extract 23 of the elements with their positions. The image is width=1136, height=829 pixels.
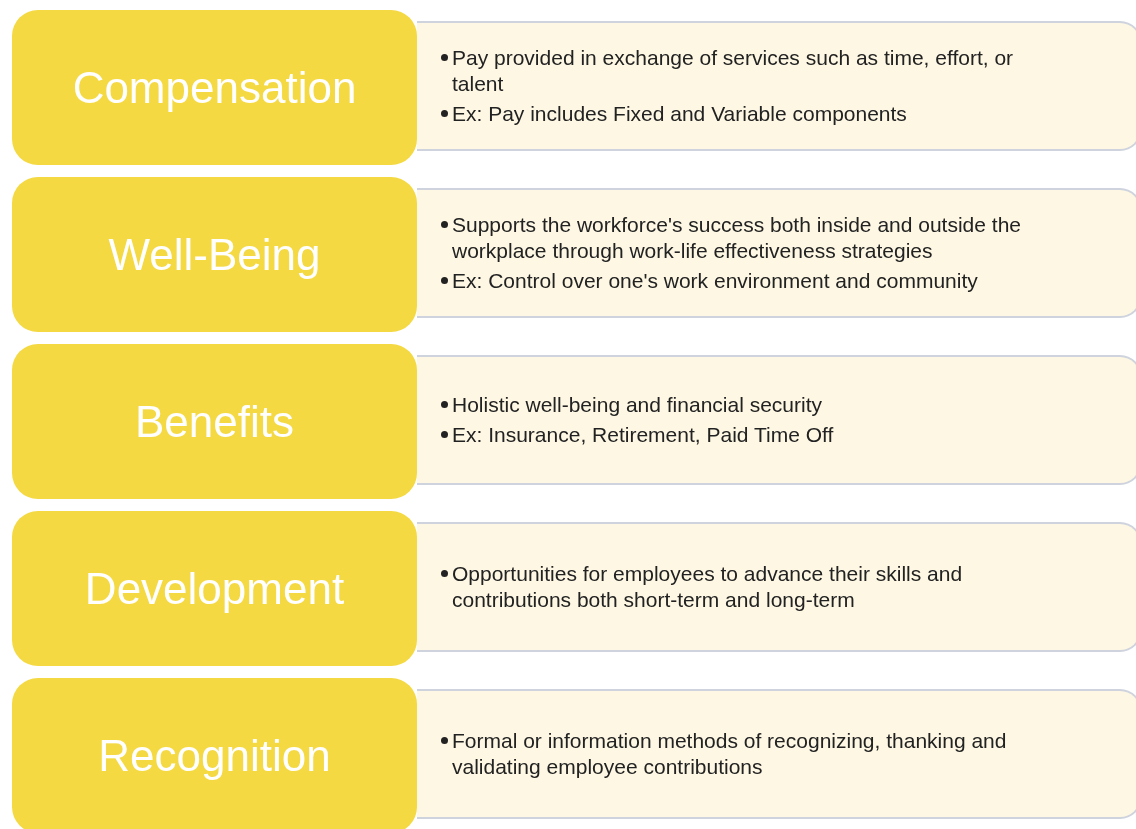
description-box (417, 188, 1136, 318)
category-label: Compensation (72, 62, 357, 113)
bullet-text: Ex: Control over one's work environment and community (452, 268, 978, 295)
bullet-text: Ex: Pay includes Fixed and Variable components (452, 101, 907, 128)
category-box (12, 177, 417, 332)
description-box (417, 689, 1136, 819)
bullet-text: Opportunities for employees to advance their skills and contributions both short-term and long-term (452, 560, 964, 613)
bullet-text: Pay provided in exchange of services such as time, effort, or talent (452, 44, 1015, 97)
bullet-text: Holistic well-being and financial security (452, 391, 822, 418)
category-label: Benefits (135, 396, 294, 447)
category-box (12, 511, 417, 666)
category-box (12, 10, 417, 165)
description-box (417, 522, 1136, 652)
category-box (12, 678, 417, 829)
bullet-text: Formal or information methods of recognizing, thanking and validating employee contributions (452, 727, 1008, 780)
category-box (12, 344, 417, 499)
category-label: Development (84, 563, 345, 614)
description-box (417, 21, 1136, 151)
category-label: Recognition (98, 730, 331, 781)
description-box (417, 355, 1136, 485)
category-label: Well-Being (108, 229, 321, 280)
bullet-text: Supports the workforce's success both inside and outside the workplace through work-life effectiveness strategies (452, 211, 1022, 264)
bullet-text: Ex: Insurance, Retirement, Paid Time Off (452, 422, 834, 448)
